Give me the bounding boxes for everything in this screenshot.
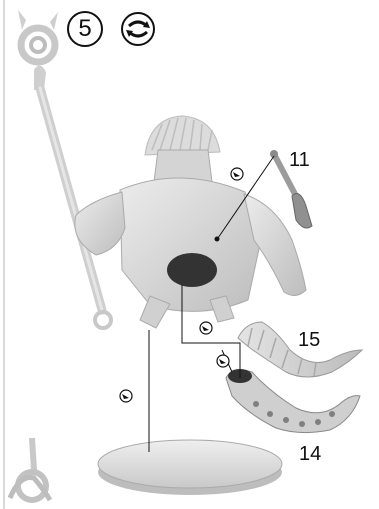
part-label-15: 15 <box>298 329 320 352</box>
part-14-tentacle <box>226 369 360 433</box>
attach-point-11 <box>215 237 220 242</box>
part-label-11: 11 <box>289 149 310 172</box>
glue-drop-icon <box>120 390 132 402</box>
round-base <box>98 440 282 495</box>
staff <box>18 10 111 328</box>
miniature-body <box>75 116 306 328</box>
part-label-14: 14 <box>299 443 321 466</box>
glue-drop-icon <box>217 355 229 367</box>
glue-drop-icon <box>200 322 212 334</box>
glue-drop-icon <box>231 168 243 180</box>
staff-head-fragment <box>10 438 50 500</box>
